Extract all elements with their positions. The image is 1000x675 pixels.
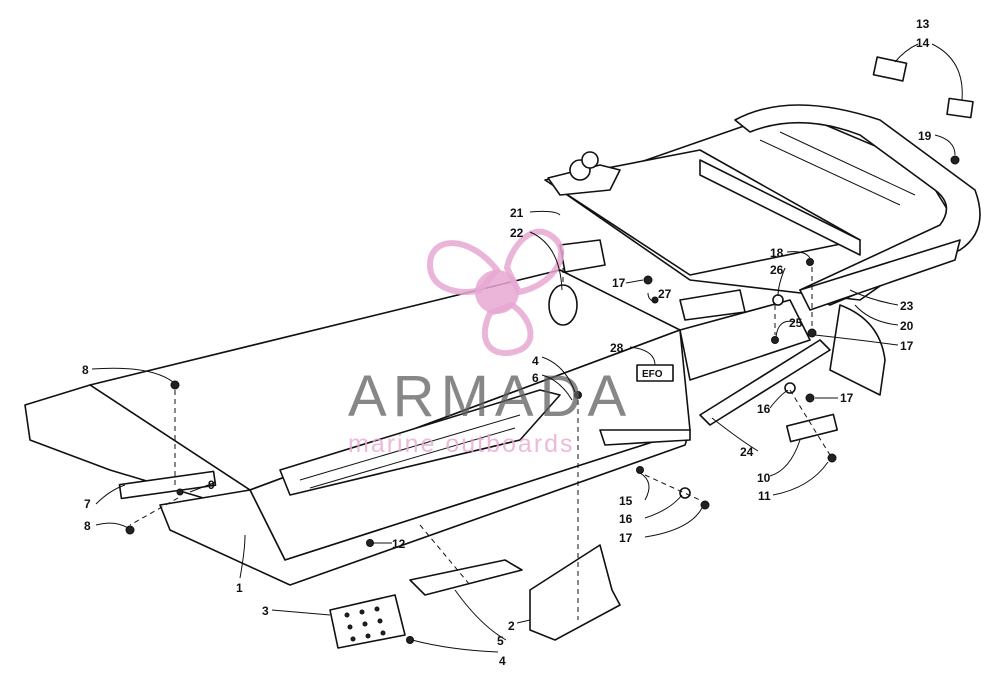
nut-17-top (643, 275, 653, 285)
propeller-logo-icon (426, 228, 565, 357)
watermark-subtitle: marine outboards (348, 430, 575, 458)
rear-side-flap (829, 304, 886, 396)
bolt-19 (950, 155, 960, 165)
callout-labels: 1 2 3 4 4 5 6 7 8 8 9 10 11 12 13 14 15 … (82, 17, 963, 668)
callout-3: 3 (262, 604, 269, 618)
screw-11 (827, 453, 837, 463)
callout-5: 5 (497, 634, 504, 648)
tunnel-ribs (299, 414, 521, 489)
callout-8-top: 8 (82, 363, 89, 377)
callout-17-lower: 17 (619, 531, 633, 545)
callout-19: 19 (918, 129, 932, 143)
tunnel-rear-end (679, 299, 811, 381)
rivet-8-top (170, 380, 180, 390)
washer-26 (772, 294, 784, 306)
mount-block-21 (559, 239, 606, 273)
washer-9 (176, 488, 184, 496)
step-plate-5 (409, 559, 523, 596)
callout-17-rear: 17 (900, 339, 914, 353)
callout-23: 23 (900, 299, 914, 313)
callout-4-upper: 4 (532, 354, 539, 368)
callout-2: 2 (508, 619, 515, 633)
callout-26: 26 (770, 263, 784, 277)
small-parts: EFO (118, 239, 839, 649)
knob-22 (548, 284, 578, 326)
callout-8-bottom: 8 (84, 519, 91, 533)
rod-24 (699, 339, 831, 426)
bolt-15 (636, 466, 644, 474)
callout-25: 25 (789, 316, 803, 330)
hinge-bar (699, 159, 861, 256)
bracket-2 (529, 544, 621, 641)
grab-bar-detail (759, 131, 916, 206)
callout-18: 18 (770, 246, 784, 260)
rear-bumper-plate (799, 239, 961, 311)
callout-6: 6 (532, 371, 539, 385)
latch-knob-right (581, 151, 599, 169)
callout-1: 1 (236, 581, 243, 595)
callout-20: 20 (900, 319, 914, 333)
callout-28: 28 (610, 341, 624, 355)
nut-17-rear (807, 328, 817, 338)
tunnel-assembly (24, 269, 811, 586)
callout-22: 22 (510, 226, 524, 240)
bolt-25 (771, 336, 779, 344)
footrest-bar-7 (118, 470, 217, 500)
bolt-4-upper (574, 391, 582, 399)
callout-12: 12 (392, 537, 406, 551)
watermark-title: ARMADA (348, 364, 632, 429)
tunnel-opening (279, 389, 561, 496)
callout-27: 27 (658, 287, 672, 301)
callout-16-upper: 16 (757, 402, 771, 416)
nut-17-lower (700, 500, 710, 510)
plate-3 (329, 594, 406, 649)
plate-3-holes (344, 606, 386, 642)
tunnel-edge-rail (599, 429, 691, 446)
callout-13: 13 (916, 17, 930, 31)
bolt-18 (806, 258, 814, 266)
mount-block-27 (679, 289, 746, 321)
callout-9: 9 (208, 478, 215, 492)
callout-11: 11 (758, 489, 771, 503)
callout-17-mid: 17 (840, 391, 854, 405)
rear-hood-assembly (544, 56, 981, 396)
callout-17-top: 17 (612, 276, 626, 290)
washer-16-lower (679, 487, 691, 499)
callout-15: 15 (619, 494, 633, 508)
callout-10: 10 (757, 471, 771, 485)
callout-21: 21 (510, 206, 524, 220)
assembly-lines (129, 250, 831, 620)
nut-17-mid (805, 393, 815, 403)
armada-watermark: ARMADA marine outboards (348, 228, 632, 458)
reflector-10 (785, 413, 839, 443)
callout-24: 24 (740, 445, 754, 459)
reflector-14 (946, 97, 974, 119)
decal-28-text: EFO (642, 369, 663, 380)
callout-14: 14 (916, 36, 930, 50)
reflector-13 (872, 56, 908, 82)
callout-7: 7 (84, 497, 91, 511)
callout-4-lower: 4 (499, 654, 506, 668)
callout-16-lower: 16 (619, 512, 633, 526)
